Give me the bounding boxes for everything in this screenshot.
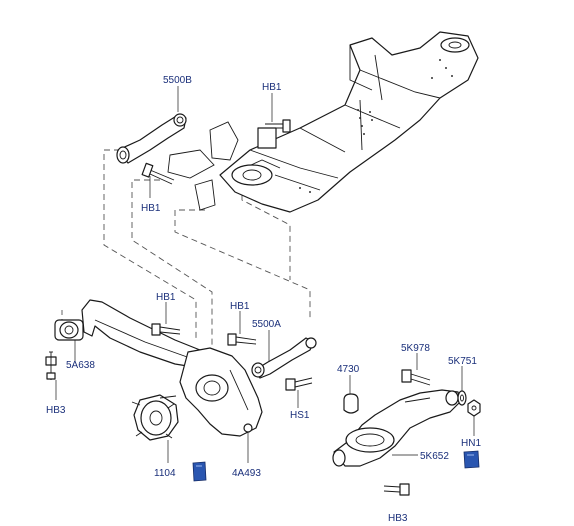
bump-stop-4730	[343, 393, 359, 414]
bolt-hb3-bottom	[383, 483, 410, 496]
knuckle-4a493	[179, 347, 263, 437]
bolt-5k978	[401, 369, 431, 386]
washer-5k751	[457, 390, 467, 406]
bushing-5a638	[54, 319, 84, 341]
badge-blue-left	[192, 461, 207, 482]
bolt-hb1-mid	[151, 323, 181, 336]
label-5500B: 5500B	[163, 75, 192, 86]
badge-blue-right	[463, 450, 480, 469]
label-1104: 1104	[154, 468, 176, 479]
nut-hn1	[467, 399, 481, 417]
bolt-hb3-left	[45, 351, 57, 380]
label-hb1-mid2: HB1	[230, 301, 250, 312]
upper-arm-5500A	[251, 337, 317, 379]
label-hb1-top: HB1	[262, 82, 282, 93]
bolt-hb1-left	[141, 162, 175, 185]
bolt-hs1	[285, 377, 313, 391]
label-5a638: 5A638	[66, 360, 95, 371]
rear-subframe	[167, 31, 479, 213]
label-hb3: HB3	[46, 405, 66, 416]
part-labels: 5500B HB1 HB1 HB1 HB1 5500A 5A638 HB3 HS…	[46, 75, 481, 524]
label-4a493: 4A493	[232, 468, 261, 479]
label-hb3-bottom: HB3	[388, 513, 408, 521]
bolt-hb1-top	[265, 119, 291, 133]
label-5500A: 5500A	[252, 319, 281, 330]
label-5k652: 5K652	[420, 451, 449, 462]
leader-lines	[55, 86, 475, 463]
label-hb1-mid: HB1	[156, 292, 176, 303]
lower-arm-5k652	[332, 389, 461, 467]
upper-arm-5500B	[116, 113, 187, 164]
bolt-hb1-mid2	[227, 333, 257, 346]
label-hs1: HS1	[290, 410, 310, 421]
label-4730: 4730	[337, 364, 360, 375]
label-hb1-left: HB1	[141, 203, 161, 214]
label-5k978: 5K978	[401, 343, 430, 354]
hub-1104	[131, 394, 179, 441]
label-5k751: 5K751	[448, 356, 477, 367]
label-hn1: HN1	[461, 438, 481, 449]
